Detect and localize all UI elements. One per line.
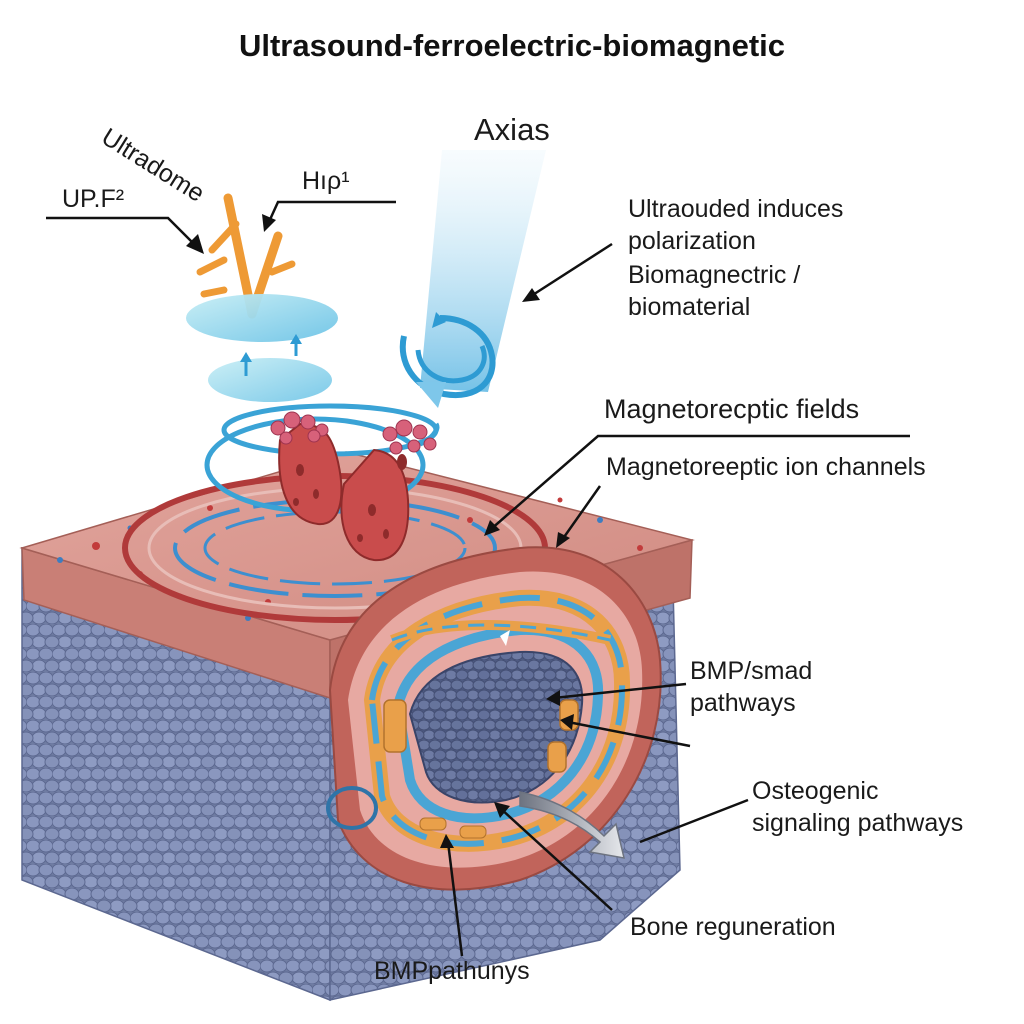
- label-h-rho: Hıρ¹: [302, 167, 350, 195]
- leader-arrowheads: [186, 214, 574, 848]
- diagram-title: Ultrasound-ferroelectric-biomagnetic: [238, 28, 786, 63]
- label-bone-regeneration: Bone reguneration: [630, 913, 836, 941]
- label-bmp-smad-line2: pathways: [690, 689, 796, 717]
- label-osteogenic-line2: signaling pathways: [752, 809, 964, 837]
- label-ion-channels: Magnetoreeptic ion channels: [606, 453, 926, 481]
- label-biomagnectric: Biomagnectric /: [628, 261, 801, 289]
- label-induces: Ultraouded induces: [628, 195, 844, 223]
- label-bmp-smad-line1: BMP/smad: [690, 657, 813, 685]
- label-polarization: polarization: [628, 227, 756, 255]
- ultrasound-emitter: [186, 193, 338, 402]
- label-bmp-pathunys: BMPpathunys: [374, 957, 530, 985]
- bone-structures: [270, 411, 437, 562]
- leader-lines: [46, 200, 910, 957]
- label-axias: Axias: [474, 112, 550, 147]
- regeneration-arrow: [519, 791, 625, 859]
- label-upf2: UP.F²: [62, 185, 125, 213]
- cutaway-channels: [326, 546, 662, 891]
- label-biomaterial: biomaterial: [628, 293, 751, 321]
- label-osteogenic-line1: Osteogenic: [752, 777, 879, 805]
- axias-beam: [399, 150, 546, 408]
- label-magnetoreceptic-fields: Magnetorecptic fields: [604, 394, 860, 424]
